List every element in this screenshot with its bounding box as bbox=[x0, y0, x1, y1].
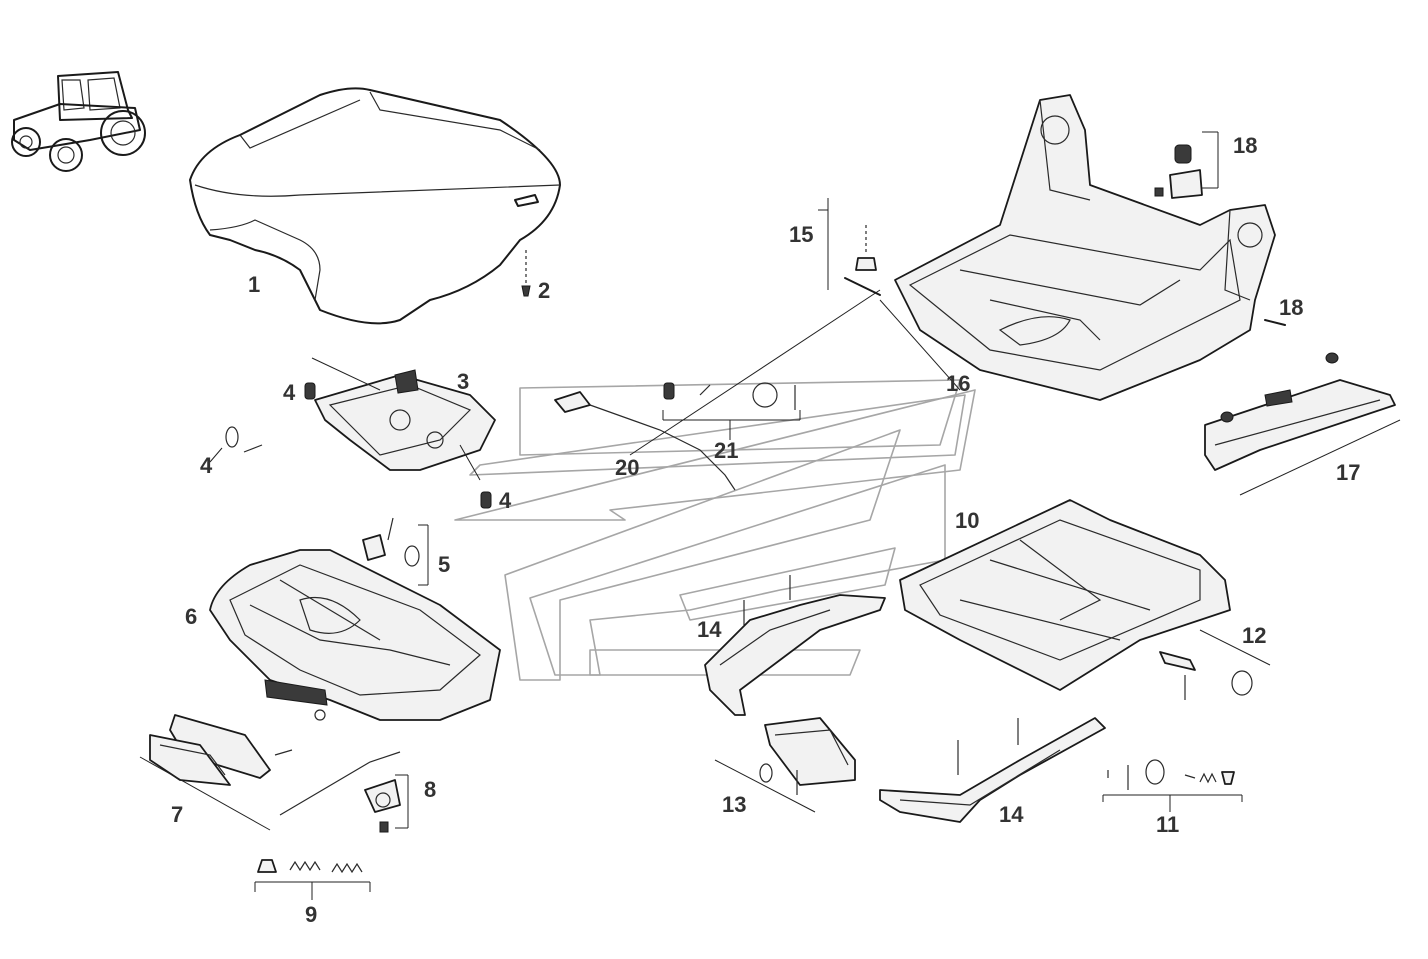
callout-10: 10 bbox=[955, 508, 979, 533]
part-5-bracket bbox=[362, 517, 429, 586]
part-18-hinge-kit bbox=[1154, 131, 1286, 326]
callout-14-upper: 14 bbox=[697, 617, 722, 642]
callout-4-upper: 4 bbox=[283, 380, 296, 405]
callout-17: 17 bbox=[1336, 460, 1360, 485]
part-11-hardware-kit bbox=[1102, 759, 1243, 812]
callout-16: 16 bbox=[946, 371, 970, 396]
part-14-side-trim-lower bbox=[879, 717, 1106, 823]
part-9-spring-kit bbox=[254, 859, 371, 900]
part-16-seat-frame bbox=[879, 94, 1276, 401]
callout-13: 13 bbox=[722, 792, 746, 817]
callouts: 1 2 3 4 4 4 5 6 7 8 9 10 11 12 13 14 14 … bbox=[171, 133, 1360, 927]
callout-18-upper: 18 bbox=[1233, 133, 1257, 158]
part-8-roller bbox=[279, 751, 409, 833]
tractor-icon bbox=[11, 71, 146, 172]
callout-20: 20 bbox=[615, 455, 639, 480]
callout-5: 5 bbox=[438, 552, 450, 577]
callout-1: 1 bbox=[248, 272, 260, 297]
callout-21: 21 bbox=[714, 438, 738, 463]
part-14-side-trim-upper bbox=[704, 575, 886, 716]
callout-14-lower: 14 bbox=[999, 802, 1024, 827]
callout-4-lower: 4 bbox=[499, 488, 512, 513]
part-13-latch bbox=[714, 717, 856, 813]
callout-3: 3 bbox=[457, 369, 469, 394]
part-1-seat-cushion bbox=[189, 87, 561, 325]
part-4-bushings bbox=[209, 382, 492, 509]
callout-9: 9 bbox=[305, 902, 317, 927]
part-3-adjustment-plate bbox=[311, 357, 496, 481]
callout-18-lower: 18 bbox=[1279, 295, 1303, 320]
callout-7: 7 bbox=[171, 802, 183, 827]
callout-6: 6 bbox=[185, 604, 197, 629]
part-15-pin-nut bbox=[818, 198, 881, 296]
callout-4-left: 4 bbox=[200, 453, 213, 478]
part-10-base-plate bbox=[899, 499, 1271, 691]
part-17-slide-rail bbox=[1204, 352, 1401, 496]
part-20-cable bbox=[554, 289, 881, 491]
part-21-cable-fittings bbox=[662, 382, 801, 440]
part-7-rail-guides bbox=[139, 714, 293, 831]
callout-12: 12 bbox=[1242, 623, 1266, 648]
part-12-plate-clip bbox=[1159, 651, 1253, 700]
callout-8: 8 bbox=[424, 777, 436, 802]
callout-11: 11 bbox=[1156, 812, 1179, 837]
part-2-screw bbox=[521, 250, 531, 297]
callout-15: 15 bbox=[789, 222, 813, 247]
part-6-seat-pan-frame bbox=[209, 549, 501, 721]
callout-2: 2 bbox=[538, 278, 550, 303]
